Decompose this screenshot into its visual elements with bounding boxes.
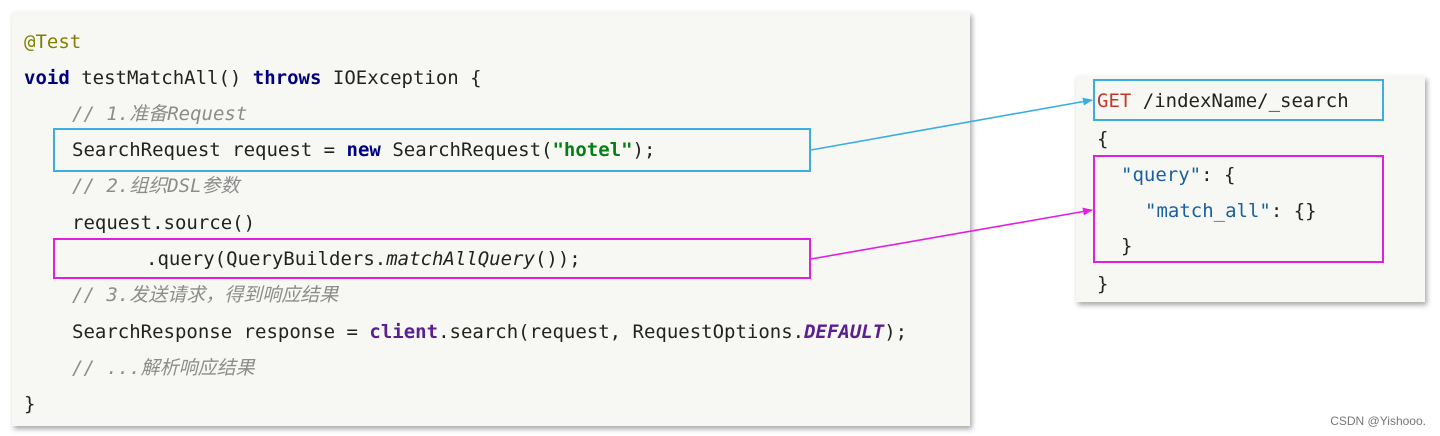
dsl-match-all-line: "match_all": {}: [1145, 200, 1317, 222]
dsl-request-panel: [1076, 76, 1425, 302]
watermark: CSDN @Yishooo.: [1330, 414, 1426, 428]
query-arrow: [810, 207, 1093, 260]
dsl-query-highlight-box: [1093, 155, 1384, 263]
method-signature: void testMatchAll() throws IOException {: [24, 67, 482, 89]
dsl-open-brace: {: [1097, 128, 1109, 150]
request-arrow: [810, 97, 1093, 151]
comment-send-request: // 3.发送请求，得到响应结果: [72, 284, 339, 306]
search-request-highlight-box: [53, 128, 811, 172]
dsl-query-line: "query": {: [1121, 164, 1236, 186]
java-code-panel: [12, 12, 970, 426]
comment-prepare-request: // 1.准备Request: [72, 103, 248, 125]
dsl-inner-close-brace: }: [1121, 235, 1133, 257]
dsl-request-line: GET /indexName/_search: [1097, 90, 1349, 112]
comment-build-dsl: // 2.组织DSL参数: [72, 175, 240, 197]
search-request-line: SearchRequest request = new SearchReques…: [72, 139, 656, 161]
dsl-request-highlight-box: [1093, 79, 1384, 121]
query-highlight-box: [53, 238, 811, 279]
query-line: .query(QueryBuilders.matchAllQuery());: [146, 248, 581, 270]
dsl-outer-close-brace: }: [1097, 273, 1109, 295]
method-close-brace: }: [24, 393, 36, 415]
test-annotation: @Test: [24, 31, 82, 53]
search-response-line: SearchResponse response = client.search(…: [72, 321, 908, 343]
comment-parse-response: // ...解析响应结果: [72, 357, 255, 379]
source-line: request.source(): [72, 212, 256, 234]
